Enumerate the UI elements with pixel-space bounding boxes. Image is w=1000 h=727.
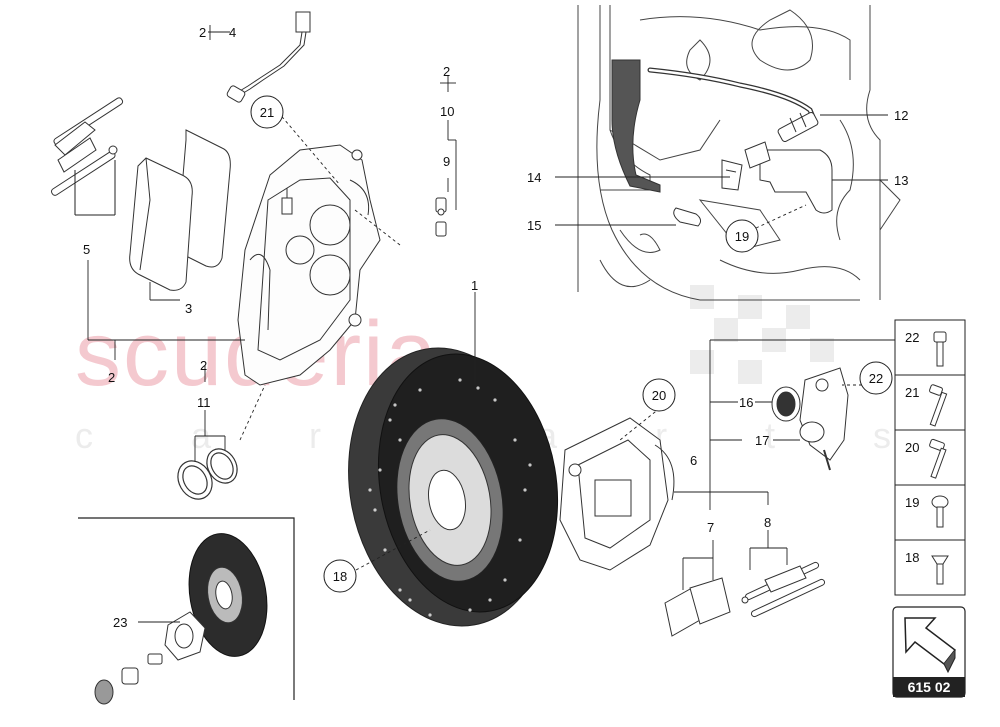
callout-17: 17 xyxy=(755,433,769,448)
legend-row: 19 xyxy=(905,495,949,528)
bleed-screw xyxy=(435,197,447,237)
brake-hose xyxy=(647,67,818,125)
circled-callout-labels: 21 19 20 22 18 xyxy=(260,105,883,584)
screw-icon xyxy=(931,495,949,528)
brake-disc xyxy=(348,347,559,627)
wear-sensor xyxy=(226,11,311,103)
long-bolt-icon xyxy=(929,384,948,427)
rear-pad-pins xyxy=(741,561,826,618)
callout-12: 12 xyxy=(894,108,908,123)
wheel-hub xyxy=(164,611,206,661)
callout-2: 2 xyxy=(200,358,207,373)
rear-caliper xyxy=(559,417,675,571)
callout-13: 13 xyxy=(894,173,908,188)
legend-row: 21 xyxy=(905,384,948,427)
callout-4: 4 xyxy=(229,25,236,40)
callout-19: 19 xyxy=(735,229,749,244)
leader-lines-rear xyxy=(619,339,895,590)
callout-11: 11 xyxy=(197,395,211,410)
fastener-legend: 22 21 20 19 xyxy=(894,319,966,596)
legend-row: 20 xyxy=(905,438,947,479)
flanged-bolt-icon xyxy=(929,438,947,479)
rear-brake-pads xyxy=(664,577,731,637)
callout-9: 9 xyxy=(443,154,450,169)
callout-1: 1 xyxy=(471,278,478,293)
parking-brake-unit xyxy=(771,367,849,471)
rear-hub-inset xyxy=(78,517,295,705)
callout-16: 16 xyxy=(739,395,753,410)
callout-23: 23 xyxy=(113,615,127,630)
callout-10: 10 xyxy=(440,104,454,119)
callout-2: 2 xyxy=(199,25,206,40)
hose-bracket-tab xyxy=(744,141,771,169)
hose-bracket xyxy=(759,149,833,214)
hub-nut-set xyxy=(94,653,163,705)
brake-line-bracket xyxy=(611,59,661,193)
callout-8: 8 xyxy=(764,515,771,530)
leader-lines-top-right xyxy=(555,114,888,229)
piston-seals xyxy=(177,448,238,500)
callout-14: 14 xyxy=(527,170,541,185)
callout-18: 18 xyxy=(333,569,347,584)
legend-row: 18 xyxy=(905,550,949,585)
pad-retaining-pins xyxy=(50,97,124,216)
leader-lines-left xyxy=(87,25,457,462)
brake-caliper xyxy=(237,144,381,386)
legend-row: 22 xyxy=(905,330,947,367)
callout-21: 21 xyxy=(260,105,274,120)
bolt-icon xyxy=(933,331,947,367)
callout-3: 3 xyxy=(185,301,192,316)
legend-number: 18 xyxy=(905,550,919,565)
spring-clip xyxy=(673,207,702,227)
callout-5: 5 xyxy=(83,242,90,257)
callout-15: 15 xyxy=(527,218,541,233)
legend-number: 21 xyxy=(905,385,919,400)
callout-2: 2 xyxy=(443,64,450,79)
callout-labels: 2 4 2 10 9 5 3 2 2 11 1 12 13 14 15 16 1… xyxy=(83,25,908,630)
callout-2: 2 xyxy=(108,370,115,385)
leader-lines-disc xyxy=(355,292,476,571)
callout-7: 7 xyxy=(707,520,714,535)
legend-number: 20 xyxy=(905,440,919,455)
legend-number: 22 xyxy=(905,330,919,345)
retaining-clip xyxy=(721,159,743,191)
callout-6: 6 xyxy=(690,453,697,468)
page-code: 615 02 xyxy=(908,679,951,695)
callout-20: 20 xyxy=(652,388,666,403)
checkered-flag-watermark xyxy=(690,285,834,384)
circled-callouts xyxy=(250,95,893,593)
legend-number: 19 xyxy=(905,495,919,510)
brake-pad-pair xyxy=(129,129,231,291)
countersunk-screw-icon xyxy=(931,555,949,585)
page-reference-box[interactable]: 615 02 xyxy=(892,606,966,698)
hose-fitting xyxy=(777,111,819,143)
brake-hose-inner xyxy=(648,68,817,124)
callout-22: 22 xyxy=(869,371,883,386)
